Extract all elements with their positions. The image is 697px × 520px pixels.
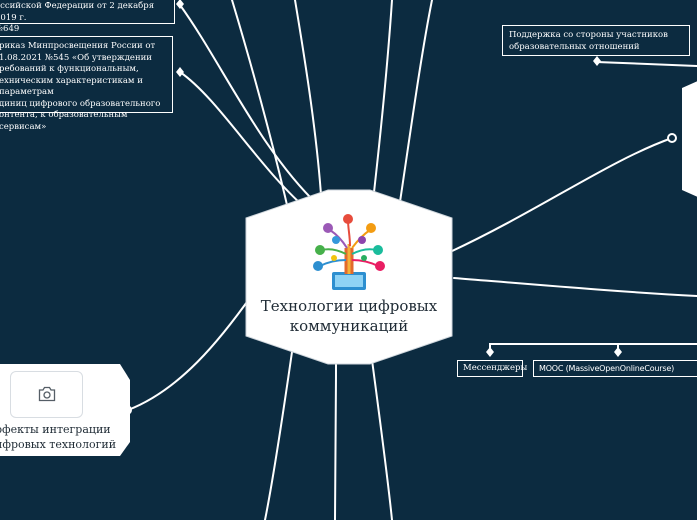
branch-integration (127, 294, 253, 411)
diamond-connector-top-note (176, 0, 184, 9)
central-topic-title-line: коммуникаций (289, 317, 409, 335)
branch-messengers-stem (489, 343, 697, 353)
note-line: онтента, к образовательным сервисам» (0, 110, 128, 132)
branch-down-1 (264, 351, 293, 520)
note-ministry-order[interactable]: риказ Минпросвещения России от 1.08.2021… (0, 36, 173, 132)
integration-topic-label: ффекты интеграции цифровых технологий (0, 422, 120, 452)
image-placeholder[interactable] (10, 371, 83, 418)
integration-topic-label-line: ффекты интеграции (0, 423, 111, 436)
note-government-decree[interactable]: оссийской Федерации от 2 декабря 2019 г.… (0, 0, 175, 34)
tag-mooc[interactable]: MOOC (MassiveOpenOnlineCourse) (533, 360, 697, 377)
diamond-connector-mooc (614, 347, 622, 357)
camera-icon (38, 386, 56, 402)
note-line: ребований к функциональным, (0, 64, 139, 74)
note-line: диниц цифрового образовательного (0, 98, 161, 109)
branch-up-4 (397, 0, 433, 216)
note-line: №649 (0, 24, 20, 34)
branch-left-order (179, 71, 311, 213)
tag-messengers[interactable]: Мессенджеры (457, 360, 527, 377)
central-topic-title: Технологии цифровых коммуникаций (254, 296, 444, 336)
note-line: Поддержка со стороны участников (509, 30, 668, 40)
note-line: ехническим характеристикам и параметрам (0, 75, 143, 98)
note-participant-support[interactable]: Поддержка со стороны участников образова… (502, 25, 690, 56)
branch-left-top (179, 4, 319, 206)
note-line: оссийской Федерации от 2 декабря 2019 г. (0, 1, 155, 23)
central-topic[interactable]: Технологии цифровых коммуникаций (244, 188, 454, 366)
branch-right-support (449, 137, 673, 253)
branch-up-3 (371, 0, 393, 211)
right-topic-node[interactable] (676, 80, 697, 198)
central-topic-title-line: Технологии цифровых (260, 297, 438, 315)
diamond-connector-support-note (593, 56, 601, 66)
note-line: образовательных отношений (509, 41, 640, 52)
branch-support-note (596, 59, 697, 67)
note-line: риказ Минпросвещения России от (0, 41, 156, 51)
integration-topic-label-line: цифровых технологий (0, 438, 117, 451)
circle-connector-right (667, 133, 677, 143)
diamond-connector-messengers (486, 347, 494, 357)
branch-down-2 (334, 361, 337, 520)
branch-up-2 (294, 0, 323, 211)
integration-topic[interactable]: ффекты интеграции цифровых технологий (0, 364, 130, 456)
branch-right-middle (453, 277, 697, 297)
tree-of-apps-icon (313, 214, 385, 290)
diamond-connector-order-note (176, 67, 184, 77)
note-line: 1.08.2021 №545 «Об утверждении (0, 52, 152, 63)
branch-down-3 (371, 359, 393, 520)
